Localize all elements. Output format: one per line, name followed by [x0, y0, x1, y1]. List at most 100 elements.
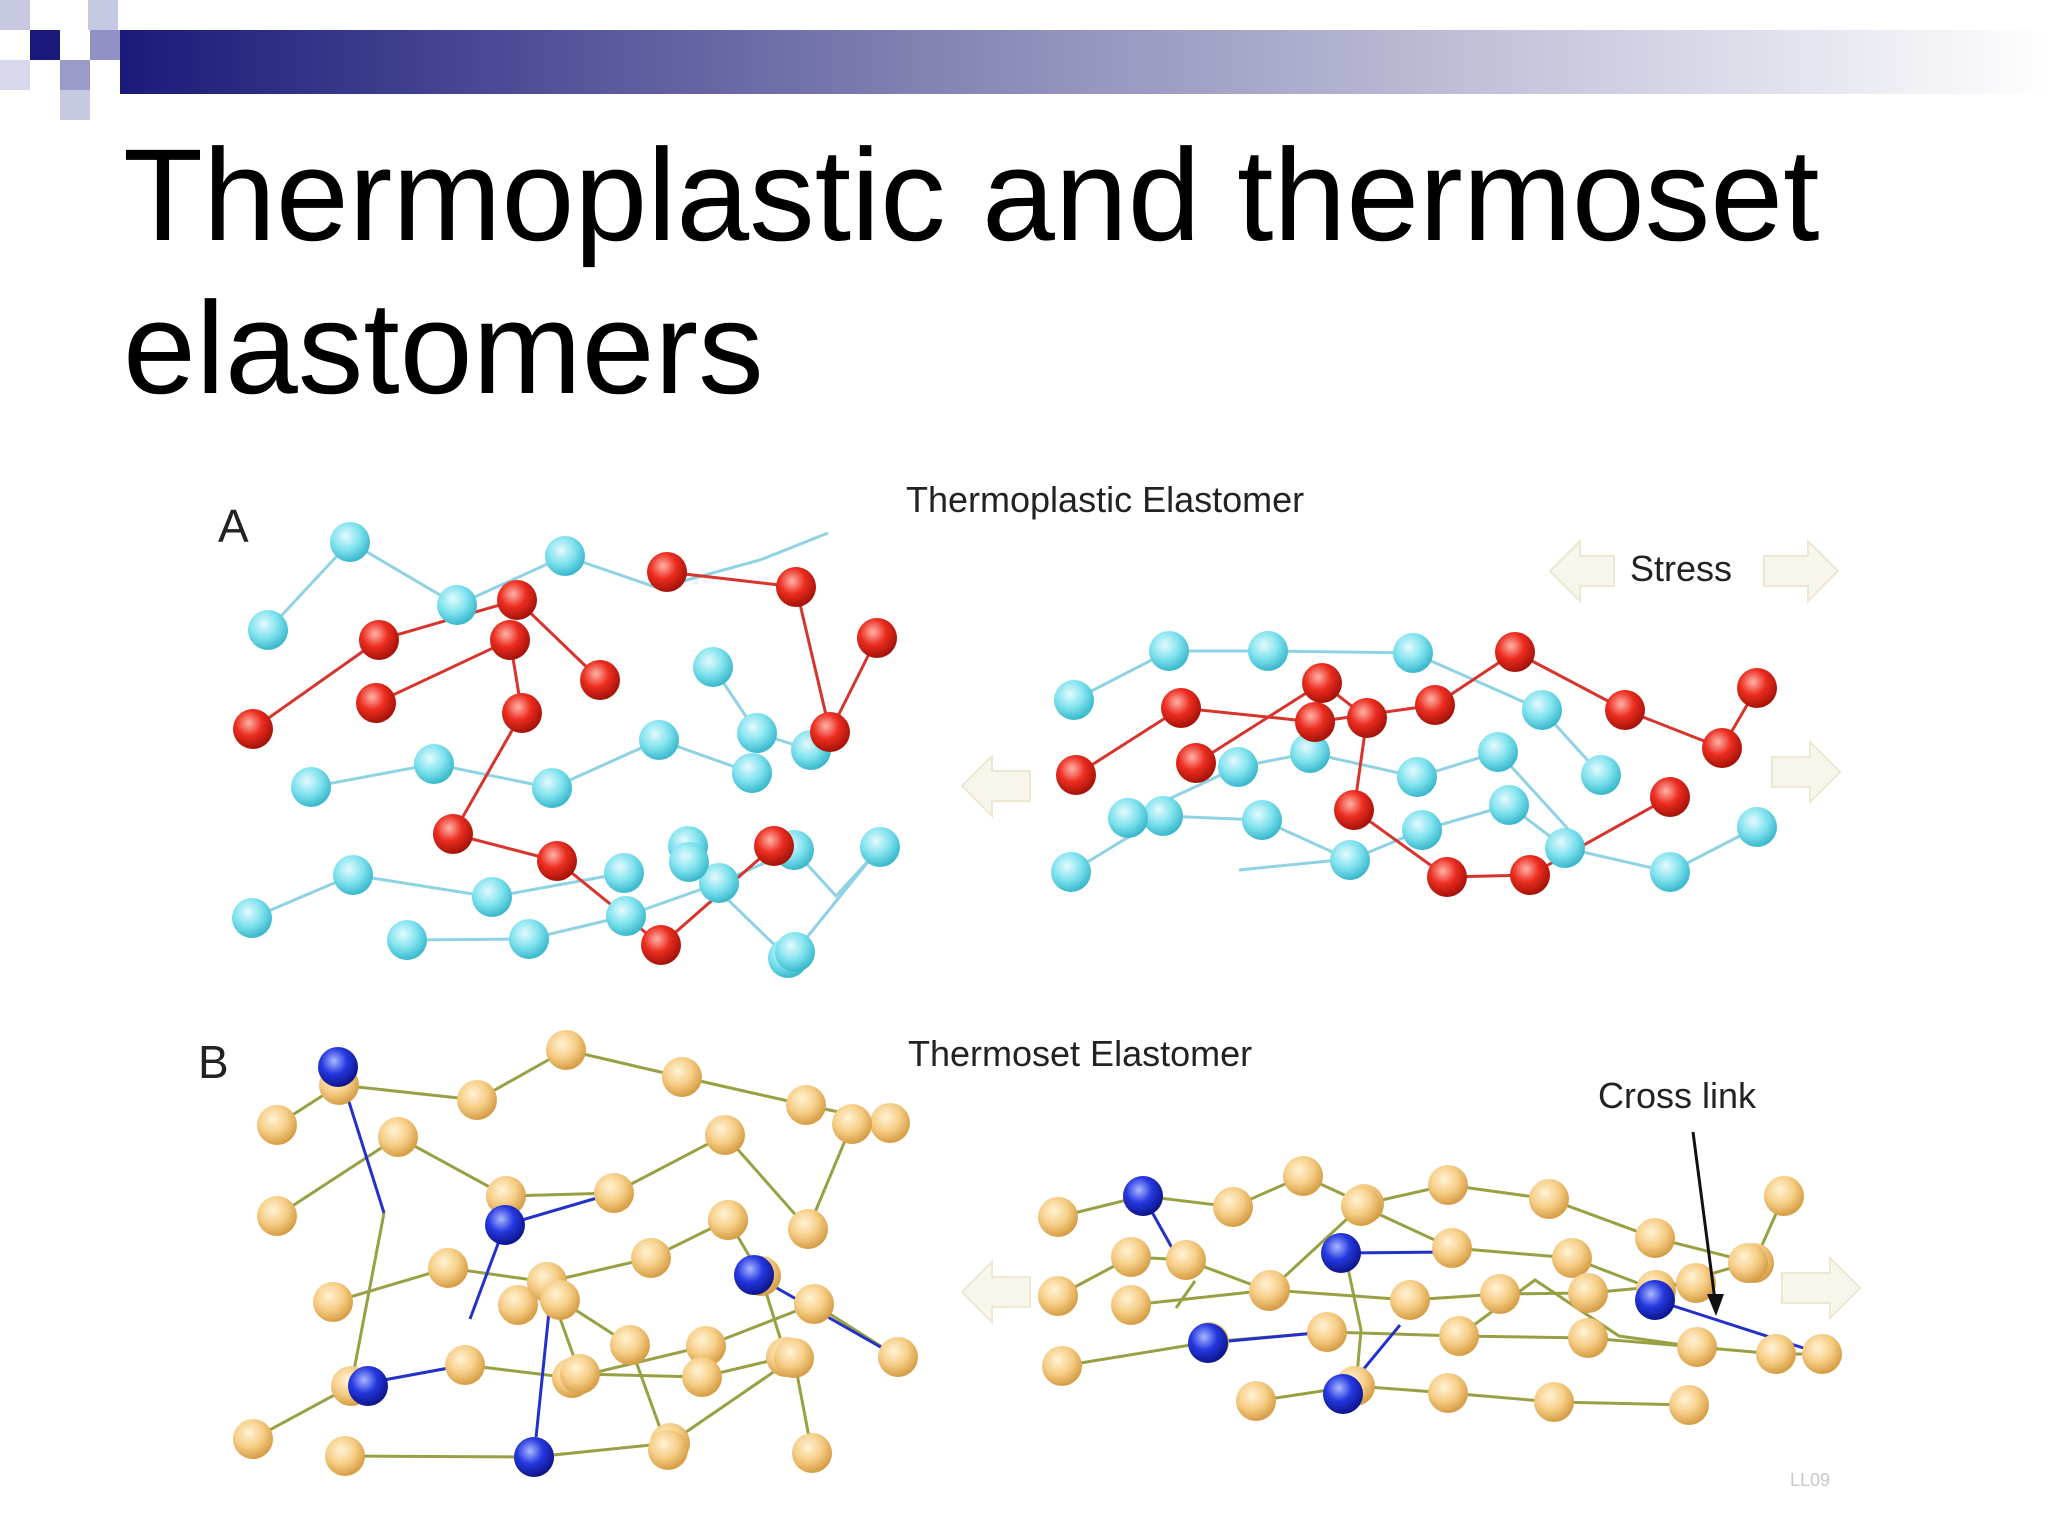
banner-gradient-bar [120, 30, 2048, 94]
hard-segment-bead [1605, 690, 1645, 730]
polymer-chain-bond [251, 871, 625, 920]
chain-bead [560, 1354, 600, 1394]
stress-arrow-left-icon [1548, 538, 1615, 604]
hard-segment-bead [1495, 632, 1535, 672]
chain-bead [1111, 1237, 1151, 1277]
soft-segment-bead [775, 932, 815, 972]
soft-segment-bead [1248, 631, 1288, 671]
hard-segment-bead [537, 841, 577, 881]
soft-segment-bead [1581, 755, 1621, 795]
soft-segment-bead [732, 753, 772, 793]
chain-bead [1038, 1276, 1078, 1316]
stress-arrow-left-icon [960, 1259, 1031, 1325]
soft-segment-bead [1737, 807, 1777, 847]
stress-arrow-left-icon [960, 753, 1031, 819]
chain-bead [705, 1115, 745, 1155]
soft-segment-bead [472, 877, 512, 917]
soft-segment-bead [1242, 800, 1282, 840]
crosslink-bead [734, 1255, 774, 1295]
soft-segment-bead [532, 768, 572, 808]
polymer-chain-bond [266, 540, 566, 632]
chain-bead [774, 1338, 814, 1378]
soft-segment-bead [693, 647, 733, 687]
soft-segment-bead [248, 610, 288, 650]
chain-bead [794, 1284, 834, 1324]
hard-segment-bead [233, 709, 273, 749]
figure-credit: LL09 [1790, 1470, 1830, 1490]
soft-segment-bead [414, 744, 454, 784]
chain-bead [786, 1085, 826, 1125]
stress-arrows [960, 538, 1862, 1325]
polymer-chain-bond [276, 1123, 854, 1232]
soft-segment-bead [606, 896, 646, 936]
soft-segment-bead [1545, 828, 1585, 868]
soft-segment-bead [699, 863, 739, 903]
soft-segment-bead [1330, 840, 1370, 880]
chain-bead [1756, 1334, 1796, 1374]
chain-bead [1111, 1285, 1151, 1325]
chain-bead [457, 1080, 497, 1120]
crosslink-bead [1188, 1323, 1228, 1363]
soft-segment-bead [1108, 798, 1148, 838]
polymer-chain-bond [1255, 1384, 1690, 1407]
chain-bead [631, 1238, 671, 1278]
chain-bead [1439, 1316, 1479, 1356]
chain-bead [1213, 1187, 1253, 1227]
chain-bead [1728, 1243, 1768, 1283]
chain-bead [486, 1176, 526, 1216]
hard-segment-bead [1510, 855, 1550, 895]
polymer-chain-bond [349, 1212, 386, 1387]
hard-segment-bead [1650, 777, 1690, 817]
soft-segment-bead [509, 919, 549, 959]
chain-bead [832, 1104, 872, 1144]
chain-bead [257, 1196, 297, 1236]
chain-bead [1534, 1382, 1574, 1422]
soft-segment-bead [1397, 757, 1437, 797]
hard-segment-bead [1334, 790, 1374, 830]
hard-segment-bead [433, 814, 473, 854]
slide-title-line-2: elastomers [123, 274, 764, 421]
hard-segment-bead [1347, 698, 1387, 738]
hard-segment-bead [497, 580, 537, 620]
soft-segment-bead [387, 920, 427, 960]
crosslink-bead [318, 1047, 358, 1087]
chain-bead [1307, 1312, 1347, 1352]
soft-segment-bead [1393, 633, 1433, 673]
soft-segment-bead [333, 855, 373, 895]
chain-bead [788, 1209, 828, 1249]
chain-bead [1341, 1186, 1381, 1226]
hard-segment-bead [1302, 663, 1342, 703]
hard-segment-bead [641, 925, 681, 965]
slide-header-banner [0, 0, 2048, 120]
polymer-chain-bond [564, 531, 829, 590]
soft-segment-bead [1478, 732, 1518, 772]
chain-bead [686, 1326, 726, 1366]
polymer-chain-bond [344, 1454, 535, 1459]
panel-b-letter: B [198, 1036, 229, 1088]
soft-segment-bead [604, 853, 644, 893]
soft-segment-bead [737, 713, 777, 753]
polymer-chain-bond [533, 1355, 814, 1459]
hard-segment-bead [1295, 702, 1335, 742]
soft-segment-bead [437, 585, 477, 625]
chain-bead [445, 1345, 485, 1385]
hard-segment-bead [359, 620, 399, 660]
soft-segment-bead [545, 536, 585, 576]
hard-segment-bead [490, 620, 530, 660]
panel-b-title: Thermoset Elastomer [908, 1033, 1252, 1074]
chain-bead [682, 1357, 722, 1397]
crosslink-bead [348, 1366, 388, 1406]
chain-bead [648, 1430, 688, 1470]
chain-bead [1529, 1179, 1569, 1219]
chain-bead [1390, 1280, 1430, 1320]
chain-bead [540, 1280, 580, 1320]
soft-segment-bead [1290, 733, 1330, 773]
chain-bead [1480, 1274, 1520, 1314]
slide-title-line-1: Thermoplastic and thermoset [123, 121, 1820, 268]
chain-bead [870, 1103, 910, 1143]
slide-title: Thermoplastic and thermoset elastomers [123, 118, 1973, 424]
chain-bead [1283, 1156, 1323, 1196]
polymer-chain-bond [1057, 1174, 1786, 1265]
banner-square-light [0, 0, 30, 30]
